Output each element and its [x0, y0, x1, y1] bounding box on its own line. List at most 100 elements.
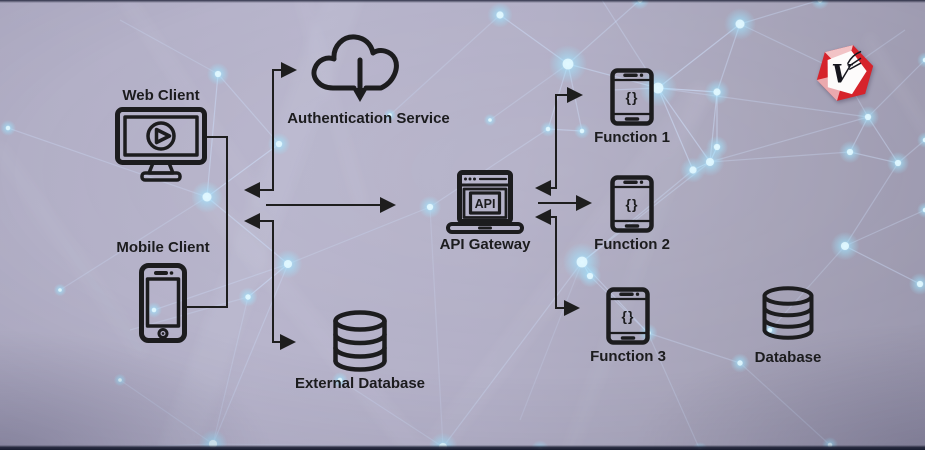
plexus-node	[214, 70, 222, 78]
plexus-node	[713, 143, 721, 151]
plexus-node	[922, 57, 925, 63]
plexus-line	[844, 162, 899, 247]
function-2-label: Function 2	[594, 236, 670, 253]
plexus-line	[429, 206, 444, 448]
function-2-screen-text: {}	[626, 196, 639, 212]
plexus-node	[916, 280, 924, 288]
plexus-node-glow	[917, 202, 925, 218]
logo-letter: V	[831, 59, 853, 89]
plexus-node	[337, 377, 343, 383]
plexus-node	[737, 360, 743, 366]
light-streak	[194, 184, 430, 450]
plexus-node	[922, 207, 925, 213]
plexus-node	[151, 307, 157, 313]
plexus-line	[867, 59, 925, 118]
database-cylinder-icon	[333, 310, 387, 372]
web-client-label: Web Client	[122, 87, 200, 104]
plexus-line	[647, 332, 741, 364]
plexus-line	[287, 206, 431, 265]
plexus-line	[119, 379, 214, 445]
plexus-node	[202, 192, 212, 202]
mobile-client-label: Mobile Client	[116, 239, 210, 256]
light-streak	[562, 87, 708, 450]
plexus-line	[647, 332, 701, 450]
plexus-node	[118, 378, 122, 382]
plexus-line	[657, 87, 869, 118]
plexus-line	[429, 128, 549, 208]
plexus-line	[59, 196, 208, 291]
node-function-1: {} Function 1	[579, 68, 685, 147]
plexus-line	[589, 275, 649, 334]
plexus-node	[562, 58, 574, 70]
laptop-api-icon: API	[446, 170, 524, 234]
light-streak	[864, 34, 925, 136]
light-streak	[117, 0, 268, 208]
smartphone-icon	[139, 263, 187, 343]
plexus-node	[586, 272, 594, 280]
plexus-node-glow	[917, 52, 925, 68]
function-1-label: Function 1	[594, 129, 670, 146]
plexus-node	[840, 241, 850, 251]
node-auth-service: Authentication Service	[276, 28, 461, 128]
plexus-line	[119, 19, 219, 75]
plexus-node	[735, 19, 745, 29]
plexus-node	[846, 148, 854, 156]
plexus-line	[389, 14, 501, 116]
node-web-client: Web Client	[96, 87, 226, 185]
tablet-code-icon: {}	[610, 175, 654, 233]
plexus-node	[426, 203, 434, 211]
plexus-node	[767, 327, 773, 333]
plexus-node-glow	[917, 132, 925, 148]
plexus-line	[844, 209, 925, 247]
node-external-database: External Database	[294, 310, 426, 393]
plexus-node	[689, 166, 697, 174]
node-function-2: {} Function 2	[579, 175, 685, 254]
function-1-screen-text: {}	[626, 89, 639, 105]
plexus-node	[894, 159, 902, 167]
plexus-line	[739, 362, 831, 446]
tablet-code-icon: {}	[610, 68, 654, 126]
cloud-download-icon	[311, 34, 399, 102]
plexus-node	[388, 113, 392, 117]
clients-bracket-line	[187, 136, 228, 308]
plexus-node	[496, 11, 504, 19]
v-gem-logo: V	[816, 45, 874, 101]
database-label: Database	[754, 349, 822, 366]
plexus-node	[705, 157, 715, 167]
external-database-label: External Database	[294, 375, 426, 392]
node-function-3: {} Function 3	[575, 287, 681, 366]
gateway-function3-arrow	[535, 209, 580, 316]
node-database: Database	[722, 286, 854, 367]
clients-externaldb-arrow	[244, 213, 296, 350]
top-vignette-strip	[0, 0, 925, 3]
bottom-vignette-strip	[0, 445, 925, 450]
function-3-screen-text: {}	[622, 308, 635, 324]
node-mobile-client: Mobile Client	[103, 239, 223, 343]
plexus-node	[5, 125, 11, 131]
node-api-gateway: API API Gateway	[423, 170, 547, 254]
plexus-line	[709, 151, 851, 163]
logo-flourish	[847, 50, 862, 70]
plexus-line	[709, 116, 869, 163]
function-3-label: Function 3	[590, 348, 666, 365]
plexus-node	[652, 82, 664, 94]
auth-service-label: Authentication Service	[287, 110, 450, 127]
gateway-function1-arrow	[535, 87, 583, 196]
plexus-line	[339, 379, 444, 448]
api-gateway-screen-text: API	[475, 197, 496, 211]
plexus-node	[713, 88, 721, 96]
plexus-node	[864, 113, 872, 121]
plexus-node-glow	[198, 429, 228, 450]
light-streak	[295, 0, 367, 207]
plexus-node	[488, 118, 492, 122]
light-streak	[0, 141, 149, 359]
plexus-node	[922, 137, 925, 143]
database-cylinder-icon	[762, 286, 814, 340]
plexus-node	[58, 288, 62, 292]
monitor-play-icon	[115, 107, 207, 182]
tablet-code-icon: {}	[606, 287, 650, 345]
plexus-line	[212, 296, 249, 445]
plexus-line	[7, 127, 208, 198]
